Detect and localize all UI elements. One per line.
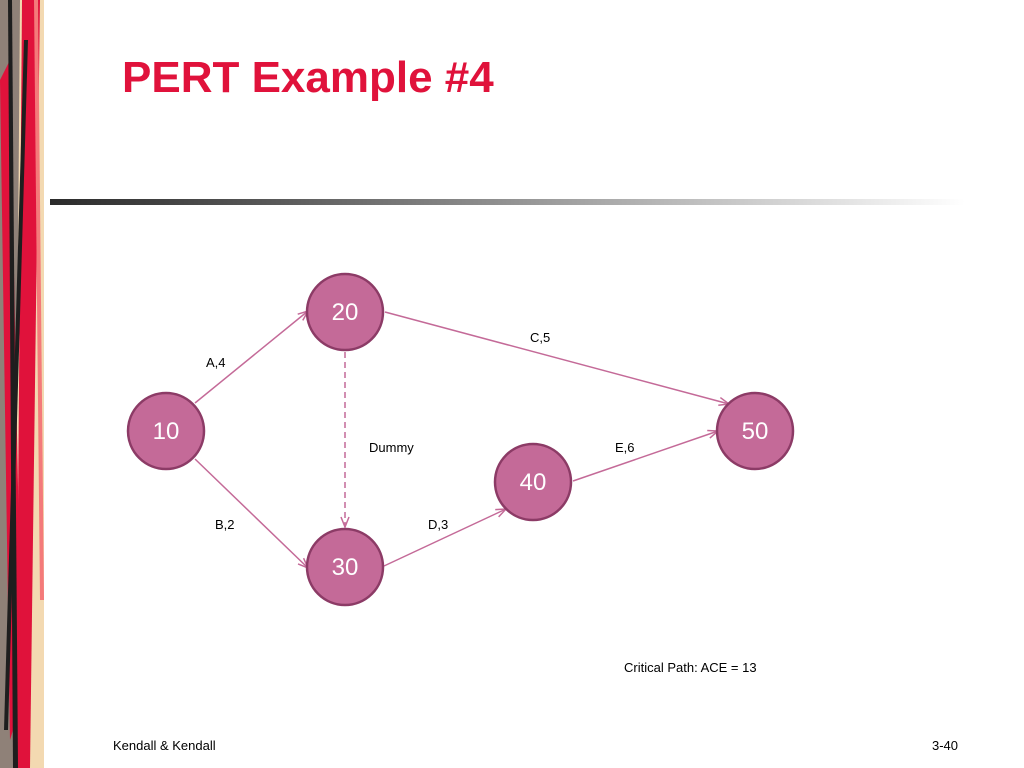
- edge-label-b: B,2: [215, 517, 235, 532]
- node-10: 10: [126, 391, 206, 471]
- title-divider: [50, 199, 965, 205]
- node-30: 30: [305, 527, 385, 607]
- node-label-50: 50: [742, 418, 769, 445]
- edge-label-dummy: Dummy: [369, 440, 414, 455]
- node-label-20: 20: [332, 299, 359, 326]
- node-label-10: 10: [153, 418, 180, 445]
- edge-e: [572, 431, 718, 482]
- node-label-30: 30: [332, 554, 359, 581]
- edge-label-c: C,5: [530, 330, 550, 345]
- edge-c: [384, 311, 729, 404]
- footer-author: Kendall & Kendall: [113, 738, 216, 753]
- edge-label-a: A,4: [206, 355, 226, 370]
- edge-a: [194, 311, 308, 404]
- edge-d: [383, 509, 506, 567]
- node-50: 50: [715, 391, 795, 471]
- edge-label-d: D,3: [428, 517, 448, 532]
- node-label-40: 40: [520, 469, 547, 496]
- node-20: 20: [305, 272, 385, 352]
- edge-label-e: E,6: [615, 440, 635, 455]
- slide-number: 3-40: [932, 738, 959, 753]
- critical-path-note: Critical Path: ACE = 13: [624, 660, 757, 675]
- node-40: 40: [493, 442, 573, 522]
- edge-b: [194, 458, 308, 568]
- slide-title: PERT Example #4: [122, 53, 494, 102]
- decorative-left-band: [0, 0, 44, 768]
